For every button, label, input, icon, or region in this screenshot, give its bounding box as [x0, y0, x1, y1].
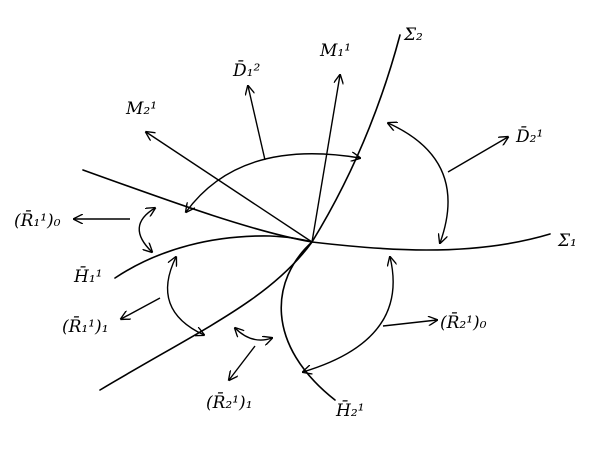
arc-bottom-small — [235, 328, 272, 340]
R2-0-vector — [382, 320, 437, 327]
R1-1-label: (R̄₁¹)₁ — [62, 315, 109, 337]
M2-label: M₂¹ — [125, 99, 157, 119]
D1-label: D̄₁² — [232, 59, 260, 81]
arc-bottom-right — [303, 257, 393, 372]
arc-right-top — [388, 123, 449, 243]
R2-0-label: (R̄₂¹)₀ — [440, 311, 487, 333]
M1-label: M₁¹ — [319, 41, 351, 61]
D1-vector — [248, 86, 266, 161]
D2-label: D̄₂¹ — [515, 125, 543, 147]
h2bar-label: H̄₂¹ — [335, 399, 364, 421]
h1bar-curve — [114, 235, 313, 279]
h1bar-label: H̄₁¹ — [73, 265, 102, 287]
arc-top — [186, 154, 360, 212]
sigma2-curve — [99, 34, 401, 391]
sigma2-label: Σ₂ — [403, 25, 423, 45]
D2-vector — [447, 137, 508, 173]
h2bar-curve — [280, 241, 336, 401]
R1-0-label: (R̄₁¹)₀ — [14, 209, 61, 231]
M2-vector — [146, 132, 313, 243]
R1-1-vector — [121, 297, 161, 319]
R2-1-label: (R̄₂¹)₁ — [206, 391, 253, 413]
arc-left-small — [138, 208, 155, 252]
sigma1-label: Σ₁ — [557, 231, 577, 251]
arc-left-lower — [166, 257, 204, 335]
R2-1-vector — [229, 345, 256, 380]
